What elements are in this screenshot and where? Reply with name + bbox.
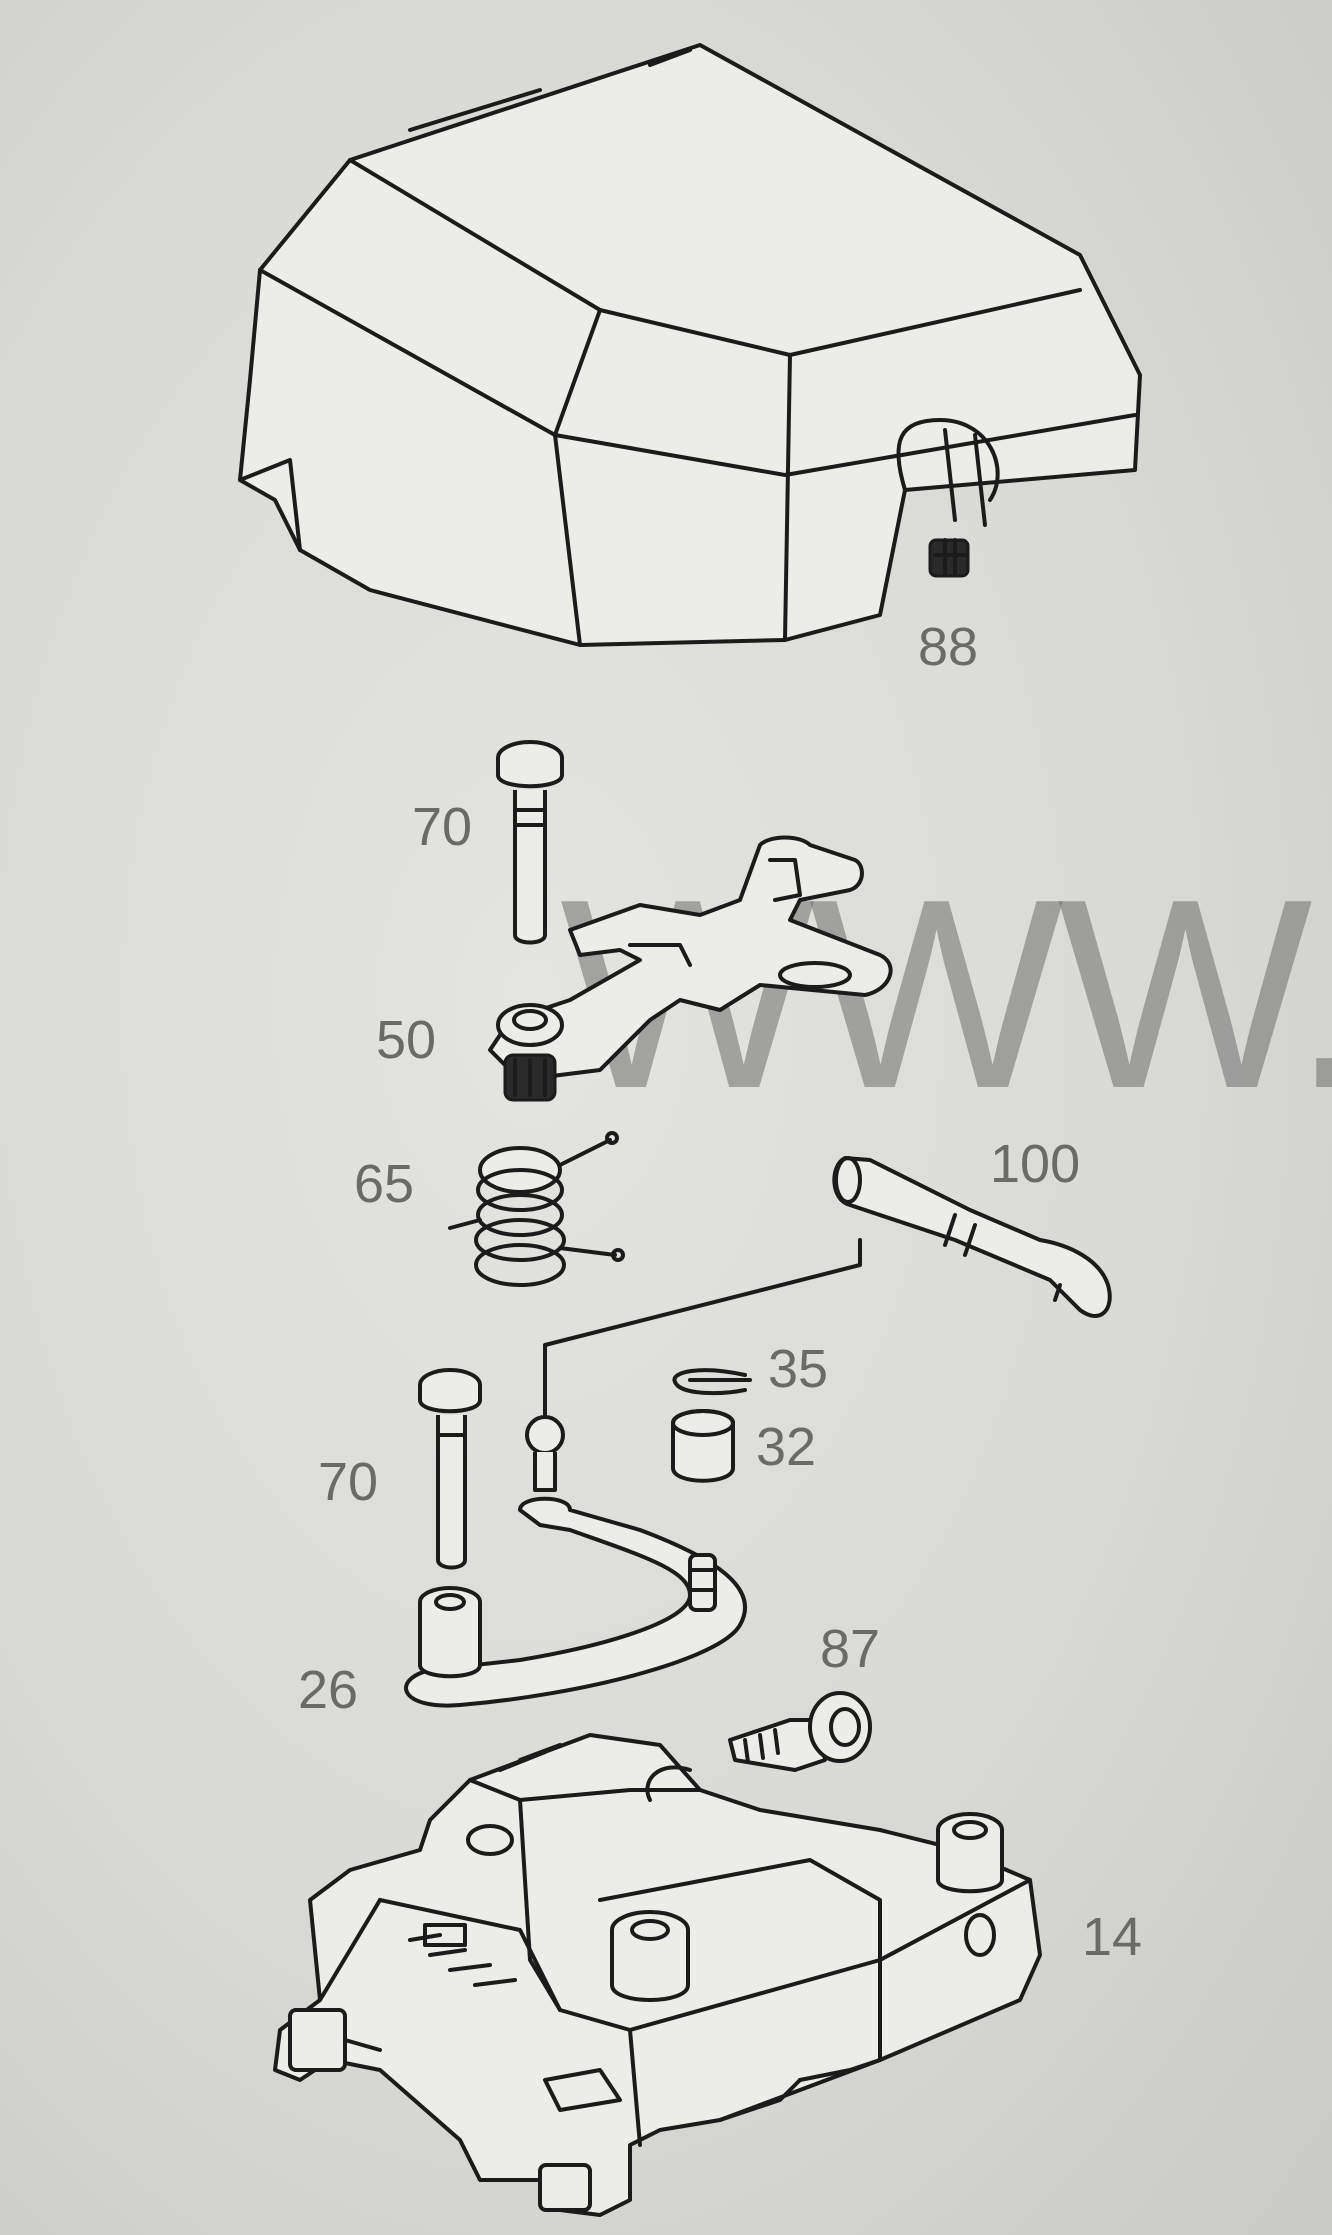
part-number-35: 35	[768, 1339, 829, 1399]
pin-part-70-upper	[496, 740, 564, 945]
part-number-26: 26	[298, 1660, 359, 1720]
base-frame-part-14	[273, 1733, 1042, 2217]
part-number-87: 87	[820, 1619, 881, 1679]
lever-part-26	[404, 1415, 747, 1708]
leader-line-100	[543, 1238, 862, 1417]
part-number-32: 32	[756, 1417, 817, 1477]
pin-part-70-lower	[418, 1368, 482, 1570]
cover-part-88	[238, 43, 1142, 647]
spring-part-65	[448, 1131, 625, 1287]
part-number-70-upper: 70	[412, 797, 473, 857]
part-number-70-lower: 70	[318, 1452, 379, 1512]
clip-part-35	[672, 1368, 752, 1396]
part-number-65: 65	[354, 1154, 415, 1214]
link-rod-part-100	[832, 1156, 1112, 1318]
bushing-part-32	[671, 1409, 735, 1483]
part-number-14: 14	[1082, 1907, 1143, 1967]
part-number-88: 88	[918, 617, 979, 677]
part-number-50: 50	[376, 1010, 437, 1070]
part-number-100: 100	[990, 1134, 1081, 1194]
screw-part-87	[728, 1691, 872, 1772]
bracket-part-50	[488, 835, 893, 1102]
